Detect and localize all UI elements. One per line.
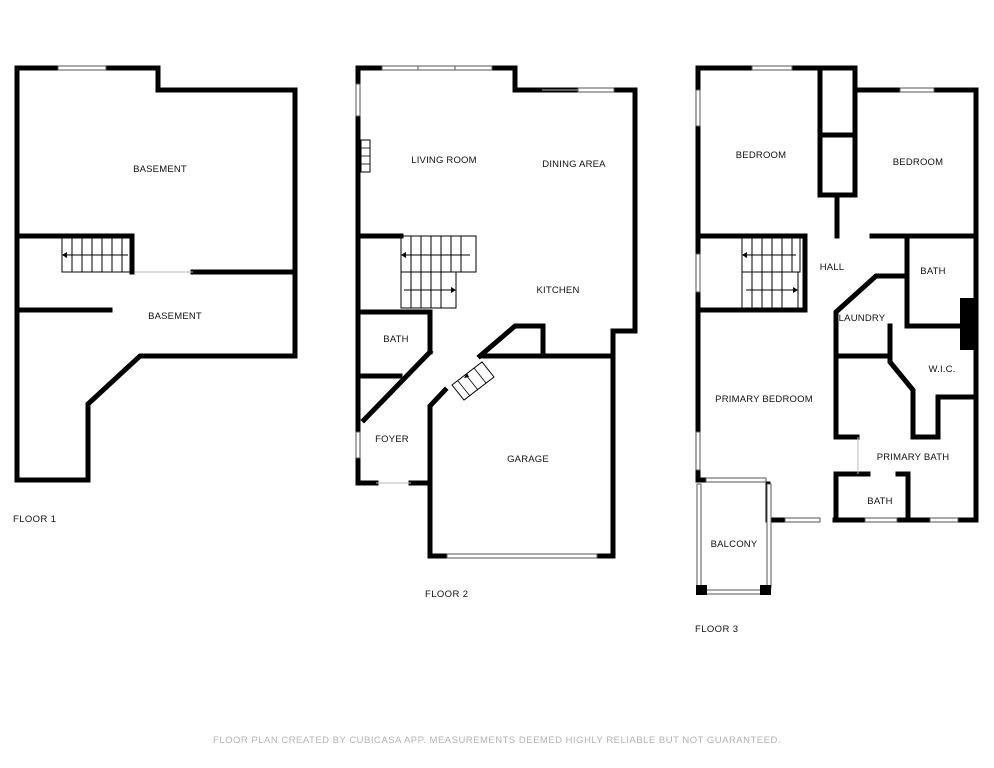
stairs-icon — [741, 237, 801, 309]
room-bedroom-1: BEDROOM — [736, 150, 787, 161]
room-bedroom-2: BEDROOM — [893, 157, 944, 168]
room-wic: W.I.C. — [928, 364, 955, 375]
room-living-room: LIVING ROOM — [411, 155, 477, 166]
stairs-icon — [400, 235, 477, 309]
room-kitchen: KITCHEN — [536, 285, 579, 296]
stairs-icon — [61, 237, 133, 273]
room-hall: HALL — [820, 262, 845, 273]
garage-steps-icon — [451, 361, 495, 401]
room-primary-bath: PRIMARY BATH — [877, 452, 950, 463]
room-garage: GARAGE — [507, 454, 549, 465]
floor-2: LIVING ROOM DINING AREA KITCHEN BATH FOY… — [355, 65, 638, 600]
room-basement-upper: BASEMENT — [133, 164, 187, 175]
room-bath: BATH — [383, 334, 408, 345]
floor-2-label: FLOOR 2 — [425, 589, 468, 600]
room-bath-upper: BATH — [920, 266, 945, 277]
balcony — [696, 477, 772, 595]
room-laundry: LAUNDRY — [839, 313, 886, 324]
room-foyer: FOYER — [375, 434, 409, 445]
room-dining-area: DINING AREA — [542, 159, 606, 170]
room-basement-lower: BASEMENT — [148, 311, 202, 322]
floor-1-label: FLOOR 1 — [13, 514, 56, 525]
room-primary-bedroom: PRIMARY BEDROOM — [715, 394, 813, 405]
floor-3-label: FLOOR 3 — [695, 624, 738, 635]
disclaimer-footer: FLOOR PLAN CREATED BY CUBICASA APP. MEAS… — [213, 735, 781, 746]
floor-1: BASEMENT BASEMENT FLOOR 1 — [13, 65, 298, 525]
floor-3: BEDROOM BEDROOM HALL BATH LAUNDRY W.I.C.… — [695, 65, 979, 635]
room-bath-lower: BATH — [867, 496, 892, 507]
room-balcony: BALCONY — [711, 539, 758, 550]
fireplace-icon — [360, 139, 371, 173]
